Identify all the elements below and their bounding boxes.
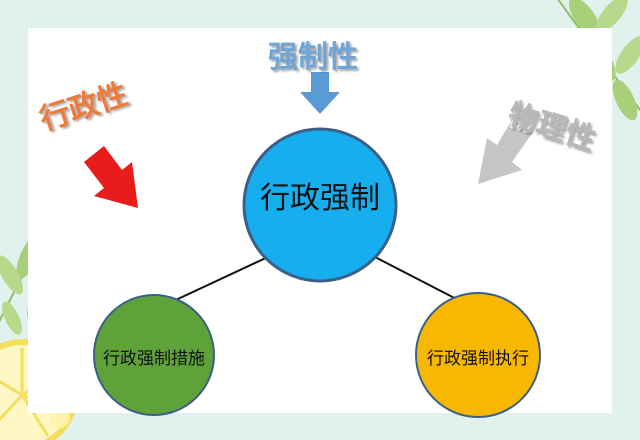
left-node-label: 行政强制措施 [103, 349, 205, 369]
arrow-down-right-icon [84, 146, 138, 208]
arrow-down-left-icon [478, 118, 533, 184]
arrow-down-icon [300, 72, 340, 114]
main-circle [242, 127, 398, 283]
right-node-label: 行政强制执行 [427, 349, 529, 369]
main-node-label: 行政强制 [260, 181, 380, 216]
left-circle [93, 294, 215, 416]
connector-line-right [374, 256, 469, 306]
attribute-label-top: 强制性 [267, 39, 359, 76]
connector-line-left [164, 255, 271, 306]
right-circle [415, 292, 541, 418]
